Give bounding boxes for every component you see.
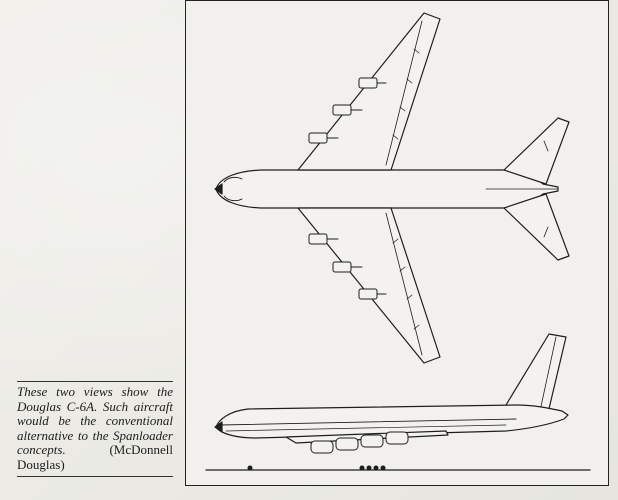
cabin-stripe-lower bbox=[225, 424, 507, 432]
upper-engines bbox=[308, 77, 387, 144]
lower-wing-flap-ticks bbox=[392, 238, 420, 330]
fin-rudder-line bbox=[539, 336, 557, 412]
lower-wing-flap-line bbox=[385, 212, 423, 356]
lower-tailplane bbox=[503, 193, 570, 261]
tailplane-hinge-lines bbox=[543, 140, 549, 238]
upper-wing bbox=[297, 12, 441, 171]
lower-engines bbox=[308, 233, 387, 300]
caption-bottom-rule bbox=[17, 476, 173, 477]
caption-paragraph: These two views show the Douglas C-6A. S… bbox=[17, 384, 173, 472]
caption-credit: (McDonnell Douglas) bbox=[17, 442, 173, 472]
cockpit-outline bbox=[223, 176, 243, 202]
vertical-fin bbox=[505, 333, 567, 414]
caption-top-rule bbox=[17, 381, 173, 382]
upper-wing-flap-ticks bbox=[392, 48, 420, 140]
cabin-stripe bbox=[219, 418, 517, 426]
nose-tip-icon bbox=[214, 183, 223, 195]
lower-wing bbox=[297, 207, 441, 364]
figure-frame bbox=[185, 0, 609, 486]
side-engines bbox=[310, 431, 409, 454]
side-view bbox=[205, 333, 591, 471]
plan-view bbox=[214, 12, 570, 364]
upper-wing-flap-line bbox=[385, 20, 423, 166]
figure-caption: These two views show the Douglas C-6A. S… bbox=[17, 381, 173, 477]
caption-text: These two views show the Douglas C-6A. S… bbox=[17, 384, 173, 457]
landing-gear bbox=[247, 465, 386, 471]
aircraft-drawing bbox=[205, 12, 591, 471]
side-nose-icon bbox=[214, 421, 223, 433]
upper-tailplane bbox=[503, 117, 570, 185]
